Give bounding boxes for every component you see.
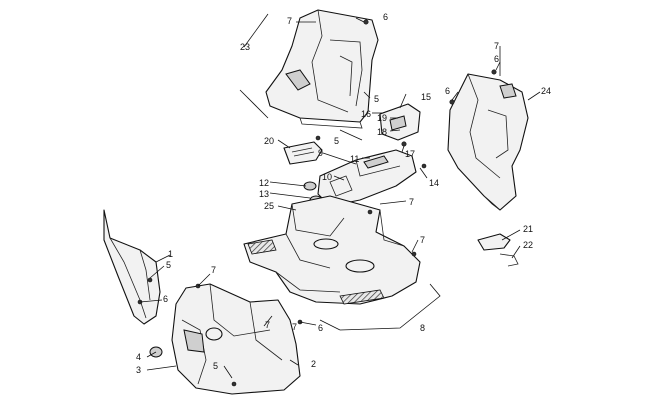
callout-19: 19: [377, 113, 387, 123]
callout-6-top-right: 6: [494, 54, 499, 64]
callout-7-console: 7: [409, 197, 414, 207]
callout-3: 3: [136, 365, 141, 375]
callout-14: 14: [429, 178, 439, 188]
callout-5-upper-panel: 5: [374, 94, 379, 104]
callout-labels: 23 7 6 5 5 16 15 19 18 17 14 20 9 11 10 …: [136, 12, 551, 375]
callout-6-right-panel: 6: [445, 86, 450, 96]
callout-7-fender: 7: [211, 265, 216, 275]
callout-6-lower: 6: [318, 323, 323, 333]
part-20-bracket: [283, 141, 323, 165]
callout-25: 25: [264, 201, 274, 211]
callout-11: 11: [350, 154, 359, 164]
callout-7-top-left: 7: [287, 16, 292, 26]
callout-7-lower: 7: [265, 320, 270, 330]
callout-5-lower: 5: [213, 361, 218, 371]
callout-21: 21: [523, 224, 533, 234]
callout-6-fender: 6: [163, 294, 168, 304]
part-24-right-panel: [447, 73, 529, 211]
part-2-lower-side-panel: [171, 283, 301, 395]
part-1-left-fender: [103, 209, 161, 325]
callout-22: 22: [523, 240, 533, 250]
callout-23: 23: [240, 42, 250, 52]
part-23-left-upper-panel: [265, 9, 379, 129]
callout-16: 16: [361, 109, 371, 119]
callout-18: 18: [377, 127, 387, 137]
callout-13: 13: [259, 189, 269, 199]
callout-2: 2: [311, 359, 316, 369]
callout-24: 24: [541, 86, 551, 96]
callout-20: 20: [264, 136, 274, 146]
part-21-22-bracket: [477, 233, 519, 267]
callout-1: 1: [168, 249, 173, 259]
callout-7-floor: 7: [420, 235, 425, 245]
callout-10: 10: [322, 172, 332, 182]
callout-4: 4: [136, 352, 141, 362]
callout-8: 8: [420, 323, 425, 333]
callout-9: 9: [318, 148, 323, 158]
part-25-floor-pan: [243, 195, 421, 305]
callout-6-top-left: 6: [383, 12, 388, 22]
callout-12: 12: [259, 178, 269, 188]
callout-5-fender: 5: [166, 260, 171, 270]
callout-17: 17: [405, 149, 415, 159]
callout-7-top-right: 7: [494, 41, 499, 51]
callout-5-bracket: 5: [334, 136, 339, 146]
leader-lines: [139, 13, 541, 379]
callout-15: 15: [421, 92, 431, 102]
callout-7-lower-right: 7: [292, 322, 297, 332]
